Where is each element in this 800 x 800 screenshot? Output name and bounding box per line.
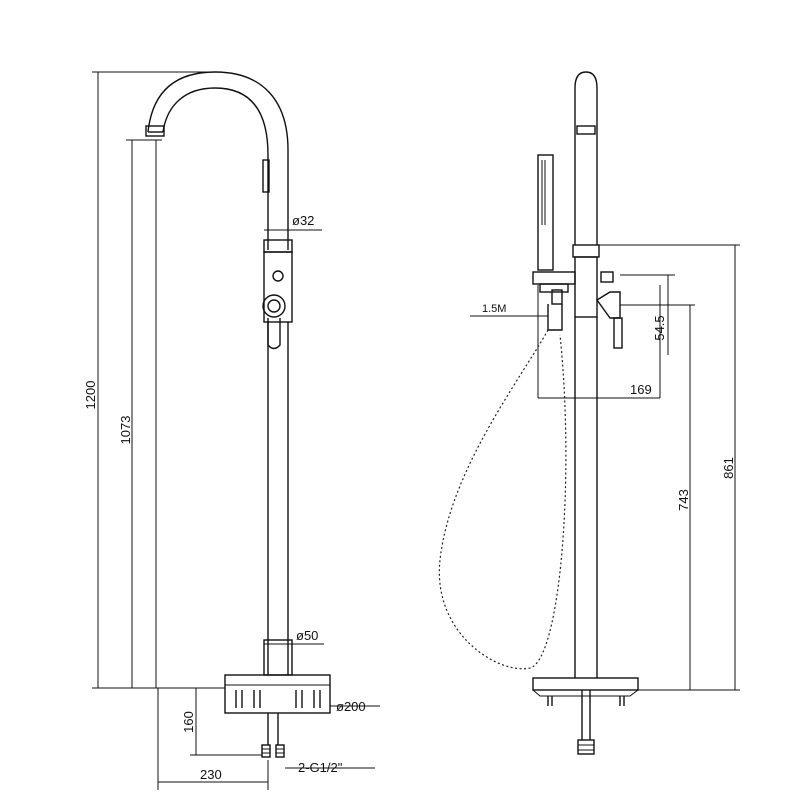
side-upper-collar — [572, 244, 600, 258]
hand-shower — [537, 154, 554, 271]
dim-holder-height: 743 — [676, 489, 691, 511]
dim-body-height: 861 — [721, 457, 736, 479]
spout-outer — [147, 71, 289, 250]
spout-inner — [162, 87, 269, 250]
holder-clip — [262, 159, 270, 193]
hose-outlet-block — [532, 271, 576, 285]
dim-base-diameter: ø200 — [336, 699, 366, 714]
mixer-body — [263, 251, 293, 323]
aerator — [145, 125, 165, 137]
connector-right — [275, 744, 285, 758]
hose-connector — [547, 304, 563, 331]
dim-handle-projection: 169 — [630, 382, 652, 397]
dim-base-height: 160 — [181, 711, 196, 733]
side-base-plate — [532, 677, 639, 691]
diverter-knob — [272, 270, 284, 282]
shower-hose — [438, 329, 567, 670]
side-view: 1.5M 54.5 169 743 861 — [438, 71, 740, 755]
side-column-top — [574, 71, 598, 245]
dim-total-height: 1200 — [83, 381, 98, 410]
side-connector — [577, 739, 595, 755]
dim-hose-length: 1.5M — [482, 303, 506, 315]
dim-upper-diameter: ø32 — [292, 213, 314, 228]
dim-reach: 230 — [200, 767, 222, 782]
side-lever — [613, 317, 623, 349]
diverter-knob-side — [551, 289, 563, 305]
connector-left — [261, 744, 271, 758]
dim-spout-height: 1073 — [118, 416, 133, 445]
mixer-handle-hub — [262, 294, 286, 318]
dim-lower-diameter: ø50 — [296, 628, 318, 643]
front-view: 1200 1073 ø32 ø50 ø200 160 230 2-G1/2" — [83, 71, 380, 790]
side-outlet — [576, 125, 596, 135]
side-mixer-handle — [595, 291, 621, 319]
dim-connection: 2-G1/2" — [298, 760, 343, 775]
